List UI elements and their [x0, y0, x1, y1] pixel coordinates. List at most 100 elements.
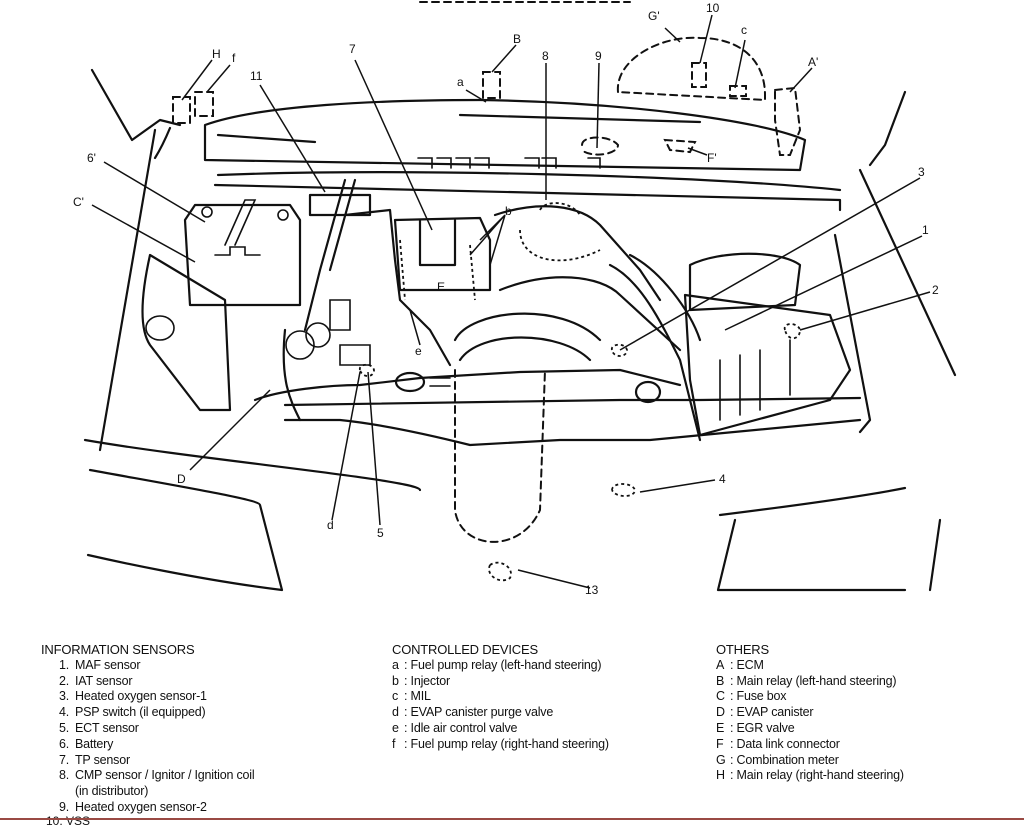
legend-label: Heated oxygen sensor-1 — [75, 689, 207, 704]
callout-D: D — [177, 472, 186, 486]
legend-label: : Idle air control valve — [404, 720, 518, 735]
callout-labels: H f 11 7 B a 8 9 G' 10 c A' F' 6' C' b E… — [73, 1, 939, 597]
legend-label: : Fuel pump relay (left-hand steering) — [404, 657, 602, 672]
legend-label: MAF sensor — [75, 657, 141, 672]
legend-key: 6. — [58, 736, 69, 751]
legend-label: : Main relay (left-hand steering) — [730, 673, 897, 688]
legend-key: 5. — [58, 720, 69, 735]
callout-3: 3 — [918, 165, 925, 179]
engine-compartment-diagram: H f 11 7 B a 8 9 G' 10 c A' F' 6' C' b E… — [73, 1, 957, 597]
legend-key: e — [392, 720, 399, 735]
legend-key: B — [716, 673, 725, 688]
callout-f: f — [232, 51, 236, 65]
legend-key: 8. — [58, 768, 69, 783]
legend-label: : EVAP canister — [730, 705, 814, 720]
legend-item: d : EVAP canister purge valve — [392, 705, 609, 721]
legend-key: G — [716, 752, 726, 767]
legend-item: 5. ECT sensor — [41, 721, 254, 737]
legend-item: H: Main relay (right-hand steering) — [716, 768, 904, 784]
callout-1: 1 — [922, 223, 929, 237]
legend-item: 3. Heated oxygen sensor-1 — [41, 689, 254, 705]
callout-4: 4 — [719, 472, 726, 486]
callout-11: 11 — [250, 69, 263, 83]
legend-label: : Injector — [404, 673, 450, 688]
cowl-panel — [203, 98, 842, 212]
callout-d: d — [327, 518, 334, 532]
legend-key: f — [392, 736, 396, 751]
legend-label: : MIL — [404, 689, 431, 704]
legend-key: A — [716, 657, 725, 672]
legend-key: 2. — [58, 673, 69, 688]
battery — [141, 199, 302, 412]
callout-G: G' — [648, 9, 660, 23]
legend-item: D : EVAP canister — [716, 705, 904, 721]
legend-label: ECT sensor — [75, 720, 139, 735]
legend-title: CONTROLLED DEVICES — [392, 642, 538, 657]
legend-label: : ECM — [730, 657, 764, 672]
legend-item: 7. TP sensor — [41, 753, 254, 769]
legend-label: : Data link connector — [730, 736, 840, 751]
legend-key: d — [392, 705, 399, 720]
legend-key: 9. — [58, 799, 69, 814]
bottom-rule — [0, 818, 1024, 820]
legend-item: f : Fuel pump relay (right-hand steering) — [392, 737, 609, 753]
callout-b: b — [505, 204, 512, 218]
legend-label: : Combination meter — [730, 752, 839, 767]
legend-key: E — [716, 720, 725, 735]
legend-item: 1. MAF sensor — [41, 658, 254, 674]
legend-item: a : Fuel pump relay (left-hand steering) — [392, 658, 609, 674]
legend-label: CMP sensor / Ignitor / Ignition coil — [75, 768, 255, 783]
legend-key: 1. — [58, 657, 69, 672]
legend-key: D — [716, 705, 725, 720]
callout-6: 6' — [87, 151, 96, 165]
legend-label: : Fuel pump relay (right-hand steering) — [404, 736, 609, 751]
legend-item: A : ECM — [716, 658, 904, 674]
legend-label: IAT sensor — [75, 673, 133, 688]
legend-item: 9.Heated oxygen sensor-2 — [41, 800, 254, 816]
frame-rails — [253, 368, 862, 447]
legend-label: Battery — [75, 736, 114, 751]
legend-item: c : MIL — [392, 689, 609, 705]
legend-label: TP sensor — [75, 752, 130, 767]
legend-key: 3. — [58, 689, 69, 704]
legend-key: c — [392, 689, 399, 704]
callout-5: 5 — [377, 526, 384, 540]
callout-e: e — [415, 344, 422, 358]
legend-title: INFORMATION SENSORS — [41, 642, 195, 657]
callout-9: 9 — [595, 49, 602, 63]
legend-item: (in distributor) — [41, 784, 254, 800]
legend-controlled-devices: CONTROLLED DEVICES a : Fuel pump relay (l… — [392, 642, 609, 753]
legend-item: E: EGR valve — [716, 721, 904, 737]
air-cleaner — [608, 252, 852, 442]
legend-item: F : Data link connector — [716, 737, 904, 753]
callout-13: 13 — [585, 583, 599, 597]
legend-item: e : Idle air control valve — [392, 721, 609, 737]
legend-item: 6. Battery — [41, 737, 254, 753]
legend-key: b — [392, 673, 399, 688]
legend-item: 4.PSP switch (il equipped) — [41, 705, 254, 721]
legend-item: C: Fuse box — [716, 689, 904, 705]
legend-item: 2. IAT sensor — [41, 674, 254, 690]
legend-label: (in distributor) — [75, 784, 149, 799]
legend-title: OTHERS — [716, 642, 769, 657]
legend-item: 8. CMP sensor / Ignitor / Ignition coil — [41, 768, 255, 784]
body-outline — [83, 68, 957, 592]
callout-A: A' — [808, 55, 818, 69]
legend-information-sensors: INFORMATION SENSORS 1. MAF sensor 2. IAT se… — [41, 642, 255, 816]
legend-key: 7. — [58, 752, 69, 767]
legend-key — [41, 784, 75, 800]
legend-key: a — [392, 657, 399, 672]
legend-cut-row: 10. VSS — [46, 814, 91, 828]
engine-block — [282, 178, 682, 422]
legend-item: B : Main relay (left-hand steering) — [716, 674, 904, 690]
dashed-components — [172, 36, 802, 582]
legend-label: : EVAP canister purge valve — [404, 705, 554, 720]
callout-a: a — [457, 75, 464, 89]
callout-H: H — [212, 47, 221, 61]
callout-7: 7 — [349, 42, 356, 56]
leader-lines — [91, 14, 931, 589]
callout-B: B — [513, 32, 521, 46]
legend-item: b : Injector — [392, 674, 609, 690]
legend-key: C — [716, 689, 725, 704]
legend-key: F — [716, 736, 724, 751]
